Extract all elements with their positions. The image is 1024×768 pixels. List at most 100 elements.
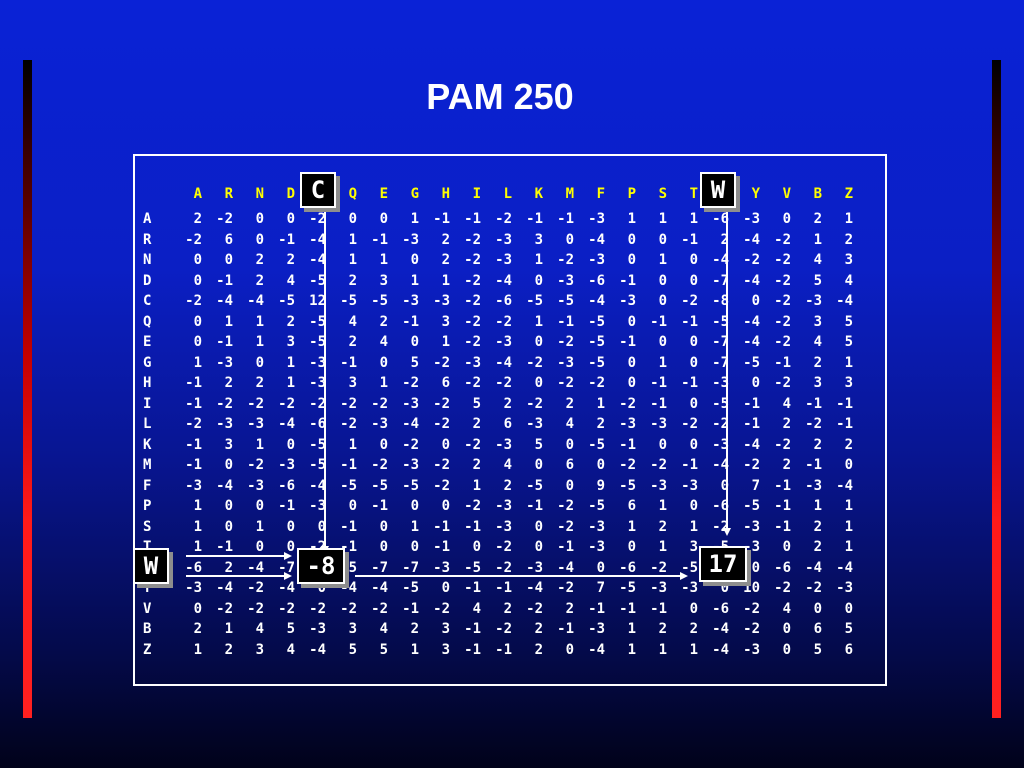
matrix-cell: 2: [813, 539, 822, 555]
matrix-cell: 1: [193, 518, 202, 535]
matrix-cell: -2: [774, 293, 791, 309]
column-header: G: [410, 186, 419, 202]
matrix-cell: -2: [774, 313, 791, 330]
matrix-cell: -4: [216, 580, 233, 596]
matrix-cell: -3: [650, 416, 667, 432]
matrix-cell: -3: [402, 293, 419, 309]
matrix-cell: -1: [495, 641, 512, 658]
matrix-cell: -1: [278, 498, 295, 514]
matrix-cell: -4: [743, 231, 760, 248]
matrix-cell: 1: [627, 211, 636, 227]
matrix-cell: -5: [712, 313, 729, 330]
matrix-cell: 3: [441, 621, 450, 637]
matrix-cell: -1: [433, 211, 450, 227]
matrix-cell: 1: [224, 313, 233, 330]
matrix-cell: 5: [348, 641, 357, 658]
matrix-cell: -6: [619, 559, 636, 576]
matrix-cell: -2: [247, 600, 264, 617]
matrix-cell: -2: [402, 436, 419, 453]
matrix-cell: 0: [813, 600, 822, 617]
matrix-cell: 4: [813, 334, 822, 350]
matrix-cell: 7: [751, 477, 760, 494]
matrix-cell: -2: [526, 354, 543, 371]
matrix-cell: 5: [813, 641, 822, 658]
column-header: E: [379, 186, 388, 202]
matrix-cell: -2: [216, 395, 233, 412]
matrix-cell: 0: [255, 354, 264, 371]
row-label: N: [143, 252, 152, 268]
matrix-cell: 0: [441, 436, 450, 453]
matrix-cell: -4: [309, 641, 326, 658]
matrix-cell: 0: [441, 498, 450, 514]
matrix-cell: 0: [193, 252, 202, 268]
matrix-cell: -6: [588, 272, 605, 289]
matrix-cell: 2: [472, 457, 481, 473]
matrix-cell: -3: [216, 416, 233, 432]
matrix-cell: 0: [689, 354, 698, 371]
matrix-cell: -1: [464, 580, 481, 596]
matrix-cell: -6: [185, 559, 202, 576]
matrix-cell: -2: [557, 375, 574, 391]
matrix-cell: 1: [658, 354, 667, 371]
matrix-cell: -3: [185, 580, 202, 596]
matrix-cell: -3: [433, 559, 450, 576]
matrix-cell: -2: [309, 600, 326, 617]
matrix-cell: -2: [743, 600, 760, 617]
matrix-cell: 5: [286, 621, 295, 637]
matrix-cell: 4: [782, 600, 791, 617]
matrix-cell: -1: [650, 600, 667, 617]
matrix-cell: 0: [627, 375, 636, 391]
matrix-cell: 0: [255, 231, 264, 248]
matrix-cell: -5: [619, 580, 636, 596]
matrix-cell: 0: [565, 477, 574, 494]
matrix-cell: 0: [534, 334, 543, 350]
matrix-cell: 1: [844, 354, 853, 371]
matrix-cell: -3: [712, 436, 729, 453]
matrix-cell: -2: [619, 457, 636, 473]
matrix-cell: 1: [286, 354, 295, 371]
matrix-cell: -3: [619, 416, 636, 432]
matrix-cell: -2: [433, 416, 450, 432]
matrix-cell: -4: [836, 477, 853, 494]
matrix-cell: -1: [588, 600, 605, 617]
matrix-cell: -4: [309, 252, 326, 268]
matrix-cell: -1: [836, 416, 853, 432]
matrix-cell: -2: [774, 436, 791, 453]
matrix-cell: -1: [433, 518, 450, 535]
matrix-cell: 4: [472, 600, 481, 617]
matrix-cell: -3: [247, 416, 264, 432]
matrix-cell: 6: [844, 641, 853, 658]
matrix-cell: -2: [464, 375, 481, 391]
matrix-cell: -1: [557, 211, 574, 227]
matrix-cell: -2: [526, 395, 543, 412]
matrix-cell: 1: [255, 436, 264, 453]
matrix-cell: -1: [216, 272, 233, 289]
matrix-cell: 0: [689, 600, 698, 617]
matrix-cell: 2: [813, 211, 822, 227]
matrix-cell: 2: [844, 436, 853, 453]
row-label: L: [143, 416, 152, 432]
matrix-cell: -1: [433, 539, 450, 555]
row-label: R: [143, 231, 152, 248]
row-label: A: [143, 211, 152, 227]
matrix-cell: -2: [681, 416, 698, 432]
matrix-cell: 0: [286, 436, 295, 453]
matrix-cell: -5: [681, 559, 698, 576]
matrix-cell: -3: [557, 272, 574, 289]
matrix-cell: -4: [588, 231, 605, 248]
matrix-cell: 4: [813, 252, 822, 268]
matrix-cell: 5: [534, 436, 543, 453]
matrix-cell: -4: [743, 313, 760, 330]
matrix-cell: -5: [588, 354, 605, 371]
matrix-cell: -1: [557, 539, 574, 555]
matrix-cell: -2: [619, 395, 636, 412]
matrix-cell: -4: [836, 559, 853, 576]
matrix-cell: 0: [658, 231, 667, 248]
row-label: Q: [143, 313, 152, 330]
matrix-cell: 3: [286, 334, 295, 350]
matrix-cell: 1: [689, 211, 698, 227]
matrix-cell: -5: [371, 293, 388, 309]
column-header: P: [627, 186, 636, 202]
matrix-cell: -3: [216, 354, 233, 371]
row-label: S: [143, 518, 152, 535]
